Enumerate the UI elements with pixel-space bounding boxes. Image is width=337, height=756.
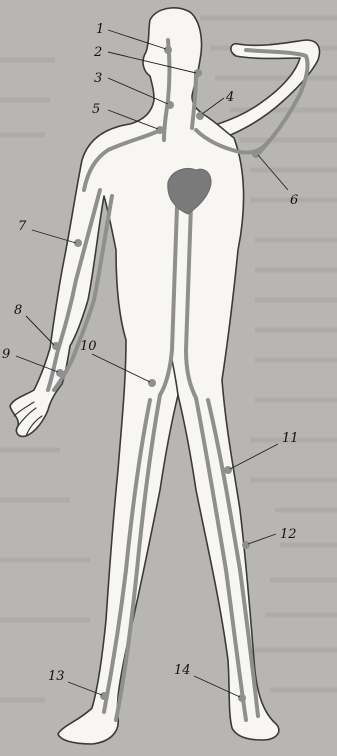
label-14: 14 xyxy=(174,663,191,678)
label-6: 6 xyxy=(290,193,298,208)
label-7: 7 xyxy=(18,219,27,234)
label-5: 5 xyxy=(92,102,100,117)
label-4: 4 xyxy=(225,90,234,105)
label-13: 13 xyxy=(48,669,65,684)
label-8: 8 xyxy=(14,303,22,318)
label-1: 1 xyxy=(96,22,104,37)
label-2: 2 xyxy=(93,45,102,60)
label-3: 3 xyxy=(94,71,102,86)
label-12: 12 xyxy=(280,527,297,542)
label-9: 9 xyxy=(2,347,10,362)
label-10: 10 xyxy=(80,339,97,354)
label-11: 11 xyxy=(282,431,299,446)
